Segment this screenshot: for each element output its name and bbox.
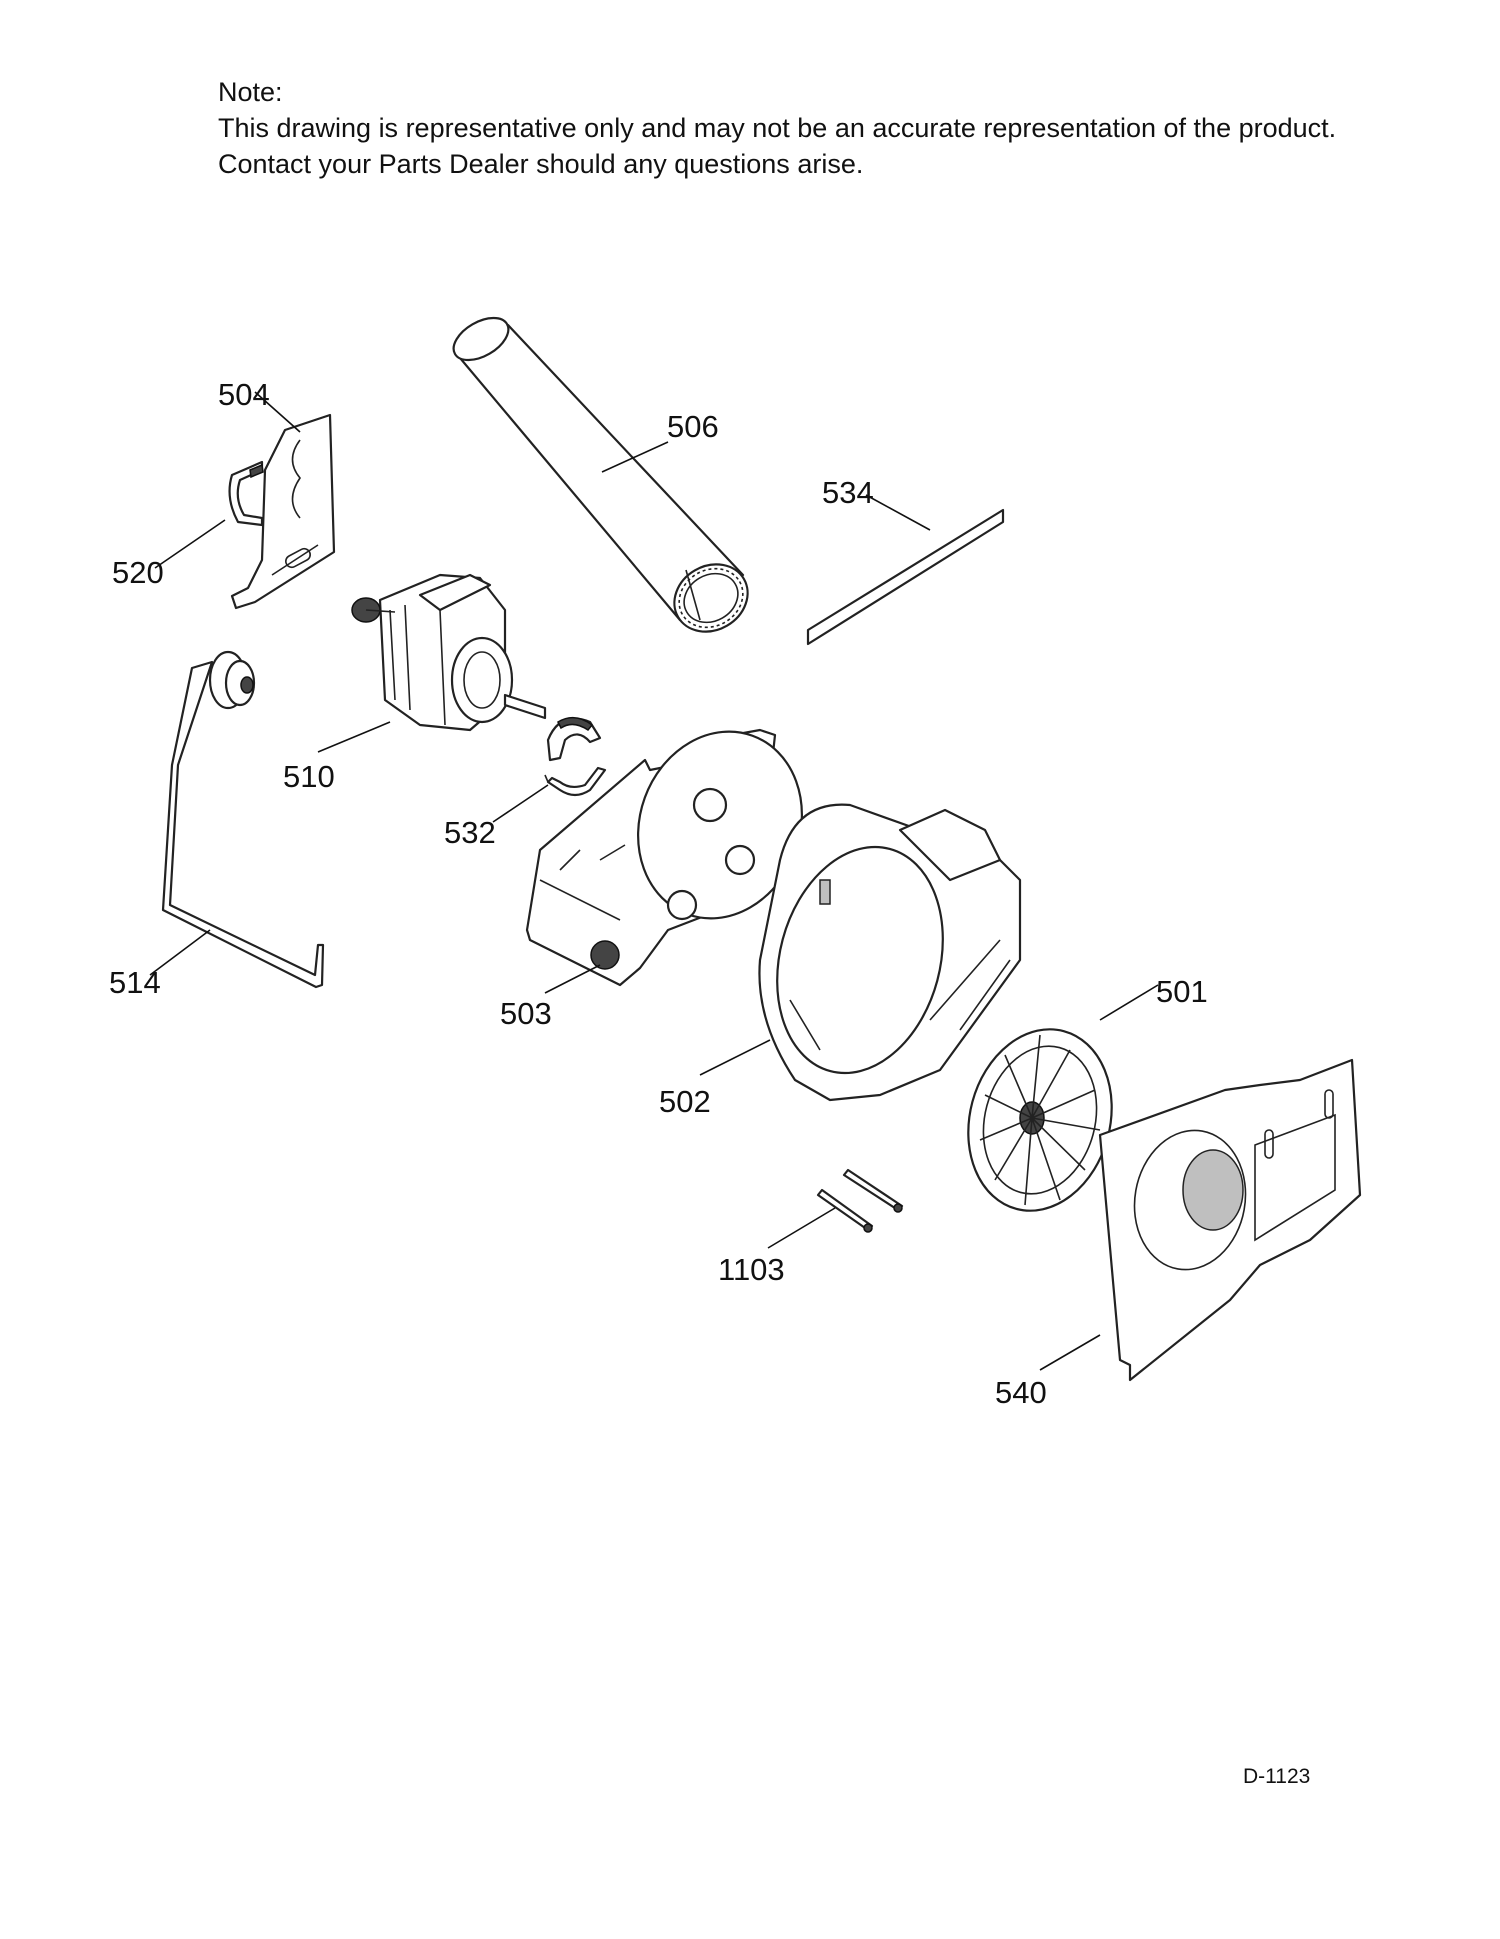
callout-506: 506 xyxy=(667,409,719,444)
callout-503: 503 xyxy=(500,996,552,1031)
part-1103-screws xyxy=(816,1168,904,1233)
disclaimer-note: Note: This drawing is representative onl… xyxy=(218,74,1336,182)
callout-501: 501 xyxy=(1156,974,1208,1009)
callout-540: 540 xyxy=(995,1375,1047,1410)
part-504-bracket xyxy=(230,413,336,610)
part-506-duct xyxy=(452,316,749,633)
callout-502: 502 xyxy=(659,1084,711,1119)
part-514-idler-assembly xyxy=(161,650,325,989)
callout-510: 510 xyxy=(283,759,335,794)
part-520-clip xyxy=(228,460,264,527)
callout-532: 532 xyxy=(444,815,496,850)
callout-514: 514 xyxy=(109,965,161,1000)
part-503-frame xyxy=(525,728,803,987)
document-id: D-1123 xyxy=(1243,1765,1311,1788)
part-502-blower-housing xyxy=(758,803,1022,1102)
leader-lines xyxy=(149,391,1159,1371)
part-510-motor xyxy=(351,573,547,732)
part-532-clamps xyxy=(544,716,607,797)
callout-534: 534 xyxy=(822,475,874,510)
note-line-1: This drawing is representative only and … xyxy=(218,113,1337,143)
callout-1103: 1103 xyxy=(718,1252,785,1287)
callout-504: 504 xyxy=(218,377,270,412)
note-line-2: Contact your Parts Dealer should any que… xyxy=(218,149,864,179)
note-heading: Note: xyxy=(218,77,283,107)
callout-labels: 504 506 534 520 510 514 532 503 502 501 … xyxy=(109,377,1208,1410)
part-540-rear-panel xyxy=(1098,1058,1362,1382)
part-501-blower-wheel xyxy=(967,1028,1113,1212)
part-534-strip xyxy=(806,508,1005,646)
callout-520: 520 xyxy=(112,555,164,590)
